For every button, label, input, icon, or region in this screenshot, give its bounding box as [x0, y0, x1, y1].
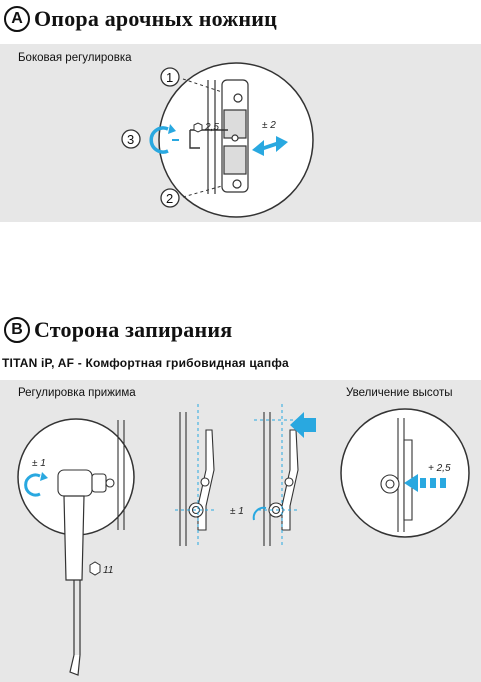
hinge-illustration	[207, 79, 249, 194]
middle-range-text: ± 1	[230, 506, 244, 517]
dashed-arrow-icon	[404, 474, 446, 492]
section-a-letter: A	[4, 6, 30, 32]
tool-size-text: 11	[103, 565, 113, 576]
height-increase-text: + 2,5	[428, 463, 451, 474]
push-arrow-icon	[290, 412, 316, 438]
left-panel-label: Регулировка прижима	[18, 387, 136, 399]
section-b-header: B Сторона запирания	[4, 317, 232, 343]
section-a-header: A Опора арочных ножниц	[4, 6, 277, 32]
svg-text:3: 3	[127, 132, 134, 147]
right-panel-label: Увеличение высоты	[346, 387, 453, 399]
svg-text:1: 1	[166, 70, 173, 85]
tool-hex-icon	[89, 561, 101, 576]
wrench-tool	[63, 495, 85, 676]
rotation-range-text: ± 1	[32, 458, 46, 469]
hex-size-text: 2,5	[204, 122, 219, 133]
profile-diagram-1	[179, 412, 215, 546]
section-a-panel-label: Боковая регулировка	[18, 52, 132, 64]
callout-2: 2	[160, 188, 180, 208]
section-b-title: Сторона запирания	[34, 317, 233, 342]
svg-text:2: 2	[166, 191, 173, 206]
rotate-arrow-icon	[149, 124, 179, 154]
callout-3: 3	[121, 129, 141, 149]
mushroom-cam-right	[380, 418, 413, 532]
hex-symbol-icon	[193, 122, 203, 133]
section-b-subtitle: TITAN iP, AF - Комфортная грибовидная ца…	[2, 356, 289, 370]
blue-guide-lines	[175, 404, 300, 548]
lateral-range-text: ± 2	[262, 120, 276, 131]
double-arrow-icon	[252, 136, 288, 156]
small-rotate-arrow-icon	[252, 506, 267, 521]
mushroom-cam-left	[57, 420, 125, 530]
rotate-arrow-icon	[24, 472, 48, 497]
section-a-title: Опора арочных ножниц	[34, 6, 278, 31]
callout-1: 1	[160, 67, 180, 87]
profile-diagram-2	[263, 412, 299, 546]
section-b-letter: B	[4, 317, 30, 343]
